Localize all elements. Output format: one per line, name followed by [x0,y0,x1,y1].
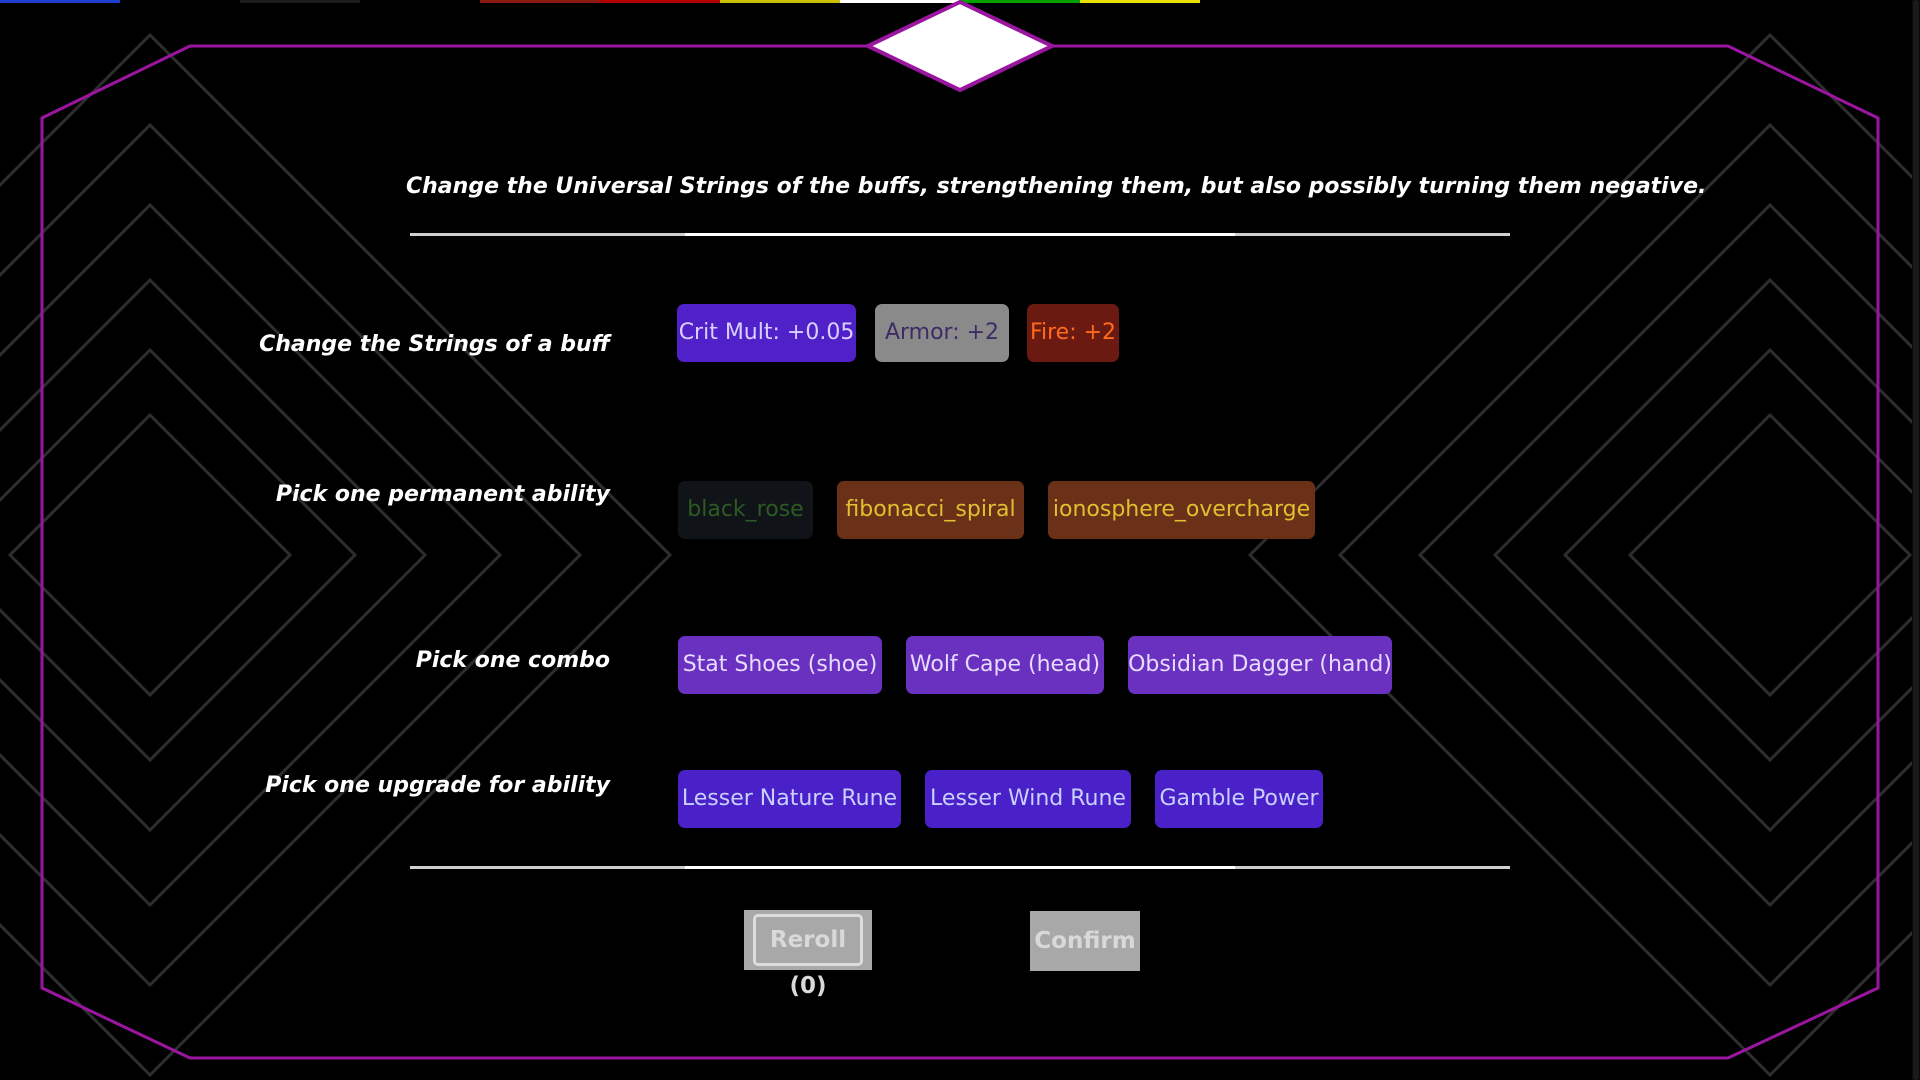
top-bar-segment [1200,0,1920,3]
top-bar-segment [1080,0,1200,3]
option-gamble-power[interactable]: Gamble Power [1155,770,1323,828]
confirm-button[interactable]: Confirm [1030,911,1140,971]
scrollbar-thumb[interactable] [1913,0,1919,1080]
reroll-button-label: Reroll (0) [753,914,863,999]
option-ionosphere-overcharge[interactable]: ionosphere_overcharge [1048,481,1315,539]
diamond-emblem [863,0,1057,93]
option-lesser-nature-rune[interactable]: Lesser Nature Rune [678,770,901,828]
row-label-buff-strings: Change the Strings of a buff [259,332,610,357]
background-diamond [1337,122,1920,988]
option-crit-mult[interactable]: Crit Mult: +0.05 [677,304,856,362]
option-black-rose[interactable]: black_rose [678,481,813,539]
top-bar-segment [720,0,840,3]
background-diamond [0,122,583,988]
top-divider [410,233,1510,236]
top-bar-segment [240,0,360,3]
background-diamond [0,32,673,1078]
description-text: Change the Universal Strings of the buff… [406,174,1707,199]
background-diamond [1562,347,1920,763]
panel-frame [40,44,1880,1060]
bottom-divider-center [685,866,1235,869]
background-diamond [1627,412,1913,698]
option-fibonacci-spiral[interactable]: fibonacci_spiral [837,481,1024,539]
background-diamond [1417,202,1920,908]
background-diamond [0,347,358,763]
top-divider-center [685,233,1235,236]
option-fire[interactable]: Fire: +2 [1027,304,1119,362]
top-bar-segment [120,0,240,3]
top-bar-segment [360,0,480,3]
top-bar-segment [840,0,960,3]
row-label-combo: Pick one combo [415,648,610,673]
top-bar-segment [600,0,720,3]
bottom-divider [410,866,1510,869]
row-label-permanent-ability: Pick one permanent ability [275,482,610,507]
reroll-button[interactable]: Reroll (0) [744,910,872,999]
background-diamond [1492,277,1920,833]
top-bar-segment [480,0,600,3]
scrollbar[interactable] [1912,0,1920,1080]
option-armor[interactable]: Armor: +2 [875,304,1009,362]
top-color-bar [0,0,1920,3]
row-label-ability-upgrade: Pick one upgrade for ability [265,773,610,798]
background-diamond [7,412,293,698]
top-bar-segment [960,0,1080,3]
background-diamond [0,277,428,833]
top-bar-segment [0,0,120,3]
background-diamond [0,202,503,908]
option-wolf-cape[interactable]: Wolf Cape (head) [906,636,1104,694]
option-lesser-wind-rune[interactable]: Lesser Wind Rune [925,770,1131,828]
option-stat-shoes[interactable]: Stat Shoes (shoe) [678,636,882,694]
option-obsidian-dagger[interactable]: Obsidian Dagger (hand) [1128,636,1392,694]
